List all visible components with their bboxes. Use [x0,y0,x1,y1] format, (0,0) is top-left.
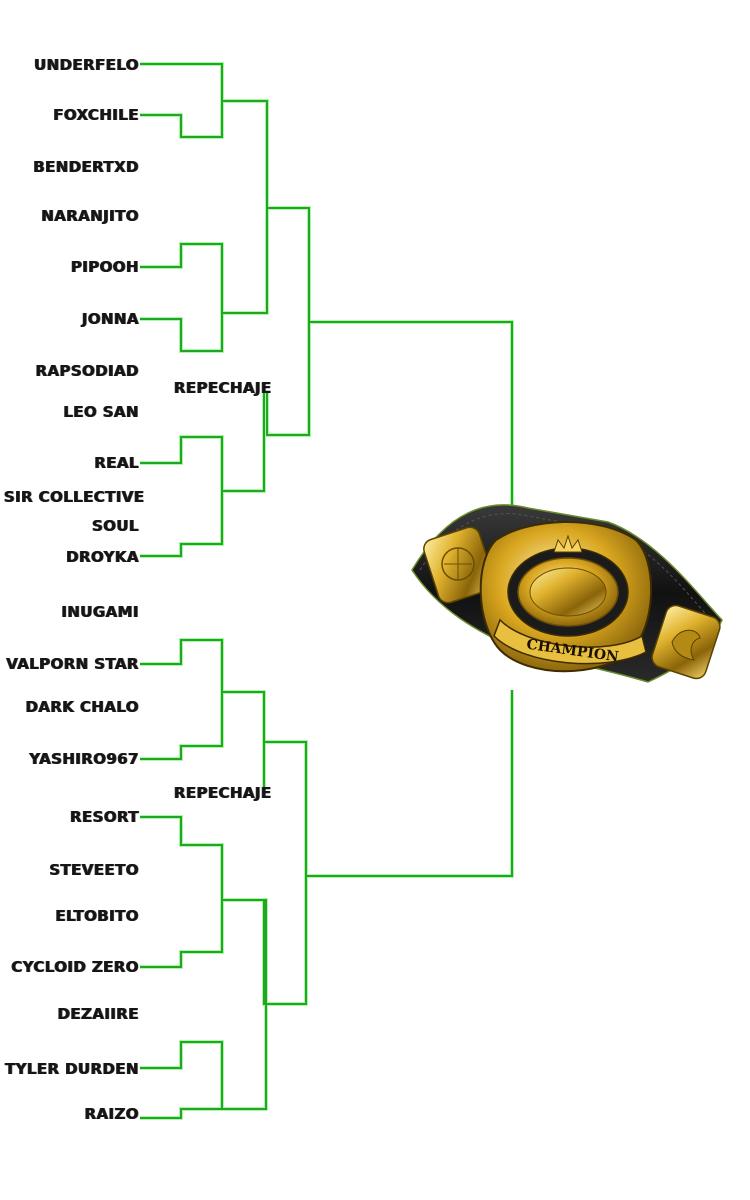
player-name-droyka: DROYKA [66,548,139,566]
bracket-connector [140,244,223,352]
bracket-connector [266,207,310,436]
bracket-connector [140,899,267,1110]
bracket-connector-glow [262,740,308,1006]
player-name-soul: SOUL [92,517,139,535]
player-name-eltobito: ELTOBITO [55,907,139,925]
bracket-connector [222,691,265,787]
player-name-dezaiire: DEZAIIRE [57,1005,139,1023]
player-name-rapsodiad: RAPSODIAD [35,362,139,380]
player-name-foxchile: FOXCHILE [53,106,139,124]
repechaje-label-bottom: REPECHAJE [174,784,272,802]
player-name-naranjito: NARANJITO [41,207,139,225]
player-name-real: REAL [94,454,139,472]
bracket-connector-glow [265,206,311,437]
player-name-pipooh: PIPOOH [70,258,139,276]
player-name-jonna: JONNA [81,310,139,328]
bracket-connector [140,639,223,760]
player-name-yashiro967: YASHIRO967 [29,750,139,768]
player-name-valporn-star: VALPORN STAR [6,655,139,673]
bracket-connector [309,321,513,515]
player-name-bendertxd: BENDERTXD [33,158,139,176]
player-name-dark-chalo: DARK CHALO [25,698,139,716]
player-name-leo-san: LEO SAN [63,403,139,421]
bracket-connector-glow [140,898,268,1111]
bracket-connector [306,690,513,877]
bracket-connector [140,816,223,968]
player-name-steveeto: STEVEETO [49,861,139,879]
repechaje-label-top: REPECHAJE [174,379,272,397]
player-name-cycloid-zero: CYCLOID ZERO [11,958,139,976]
player-name-resort: RESORT [70,808,139,826]
player-name-sir-collective: SIR COLLECTIVE [4,488,145,506]
bracket-connector-glow [222,690,266,787]
player-name-inugami: INUGAMI [61,603,139,621]
bracket-connector [140,436,223,557]
bracket-connector-glow [222,391,266,493]
bracket-connector-glow [306,690,514,878]
bracket-connector [263,741,307,1005]
bracket-connector-glow [140,99,269,315]
player-name-tyler-durden: TYLER DURDEN [5,1060,139,1078]
bracket-connector [140,1108,222,1119]
bracket-connector-glow [309,320,514,515]
championship-belt-icon: CHAMPION [411,504,723,683]
player-name-underfelo: UNDERFELO [34,56,139,74]
bracket-connector [140,100,268,314]
bracket-connector [222,391,265,492]
bracket-connector [140,63,223,138]
player-name-raizo: RAIZO [84,1105,139,1123]
